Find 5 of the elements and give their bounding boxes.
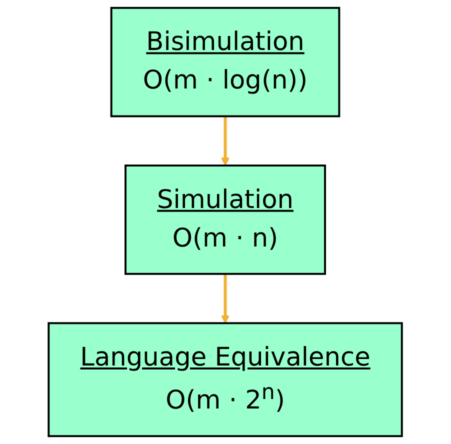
arrow xyxy=(221,274,230,324)
arrow xyxy=(221,116,230,166)
node-box: Simulation O(m · n) xyxy=(124,164,326,275)
node-box: Language Equivalence O(m · 2$^{n}$) xyxy=(48,322,404,438)
node-box: Bisimulation O(m · log(n)) xyxy=(110,6,340,118)
